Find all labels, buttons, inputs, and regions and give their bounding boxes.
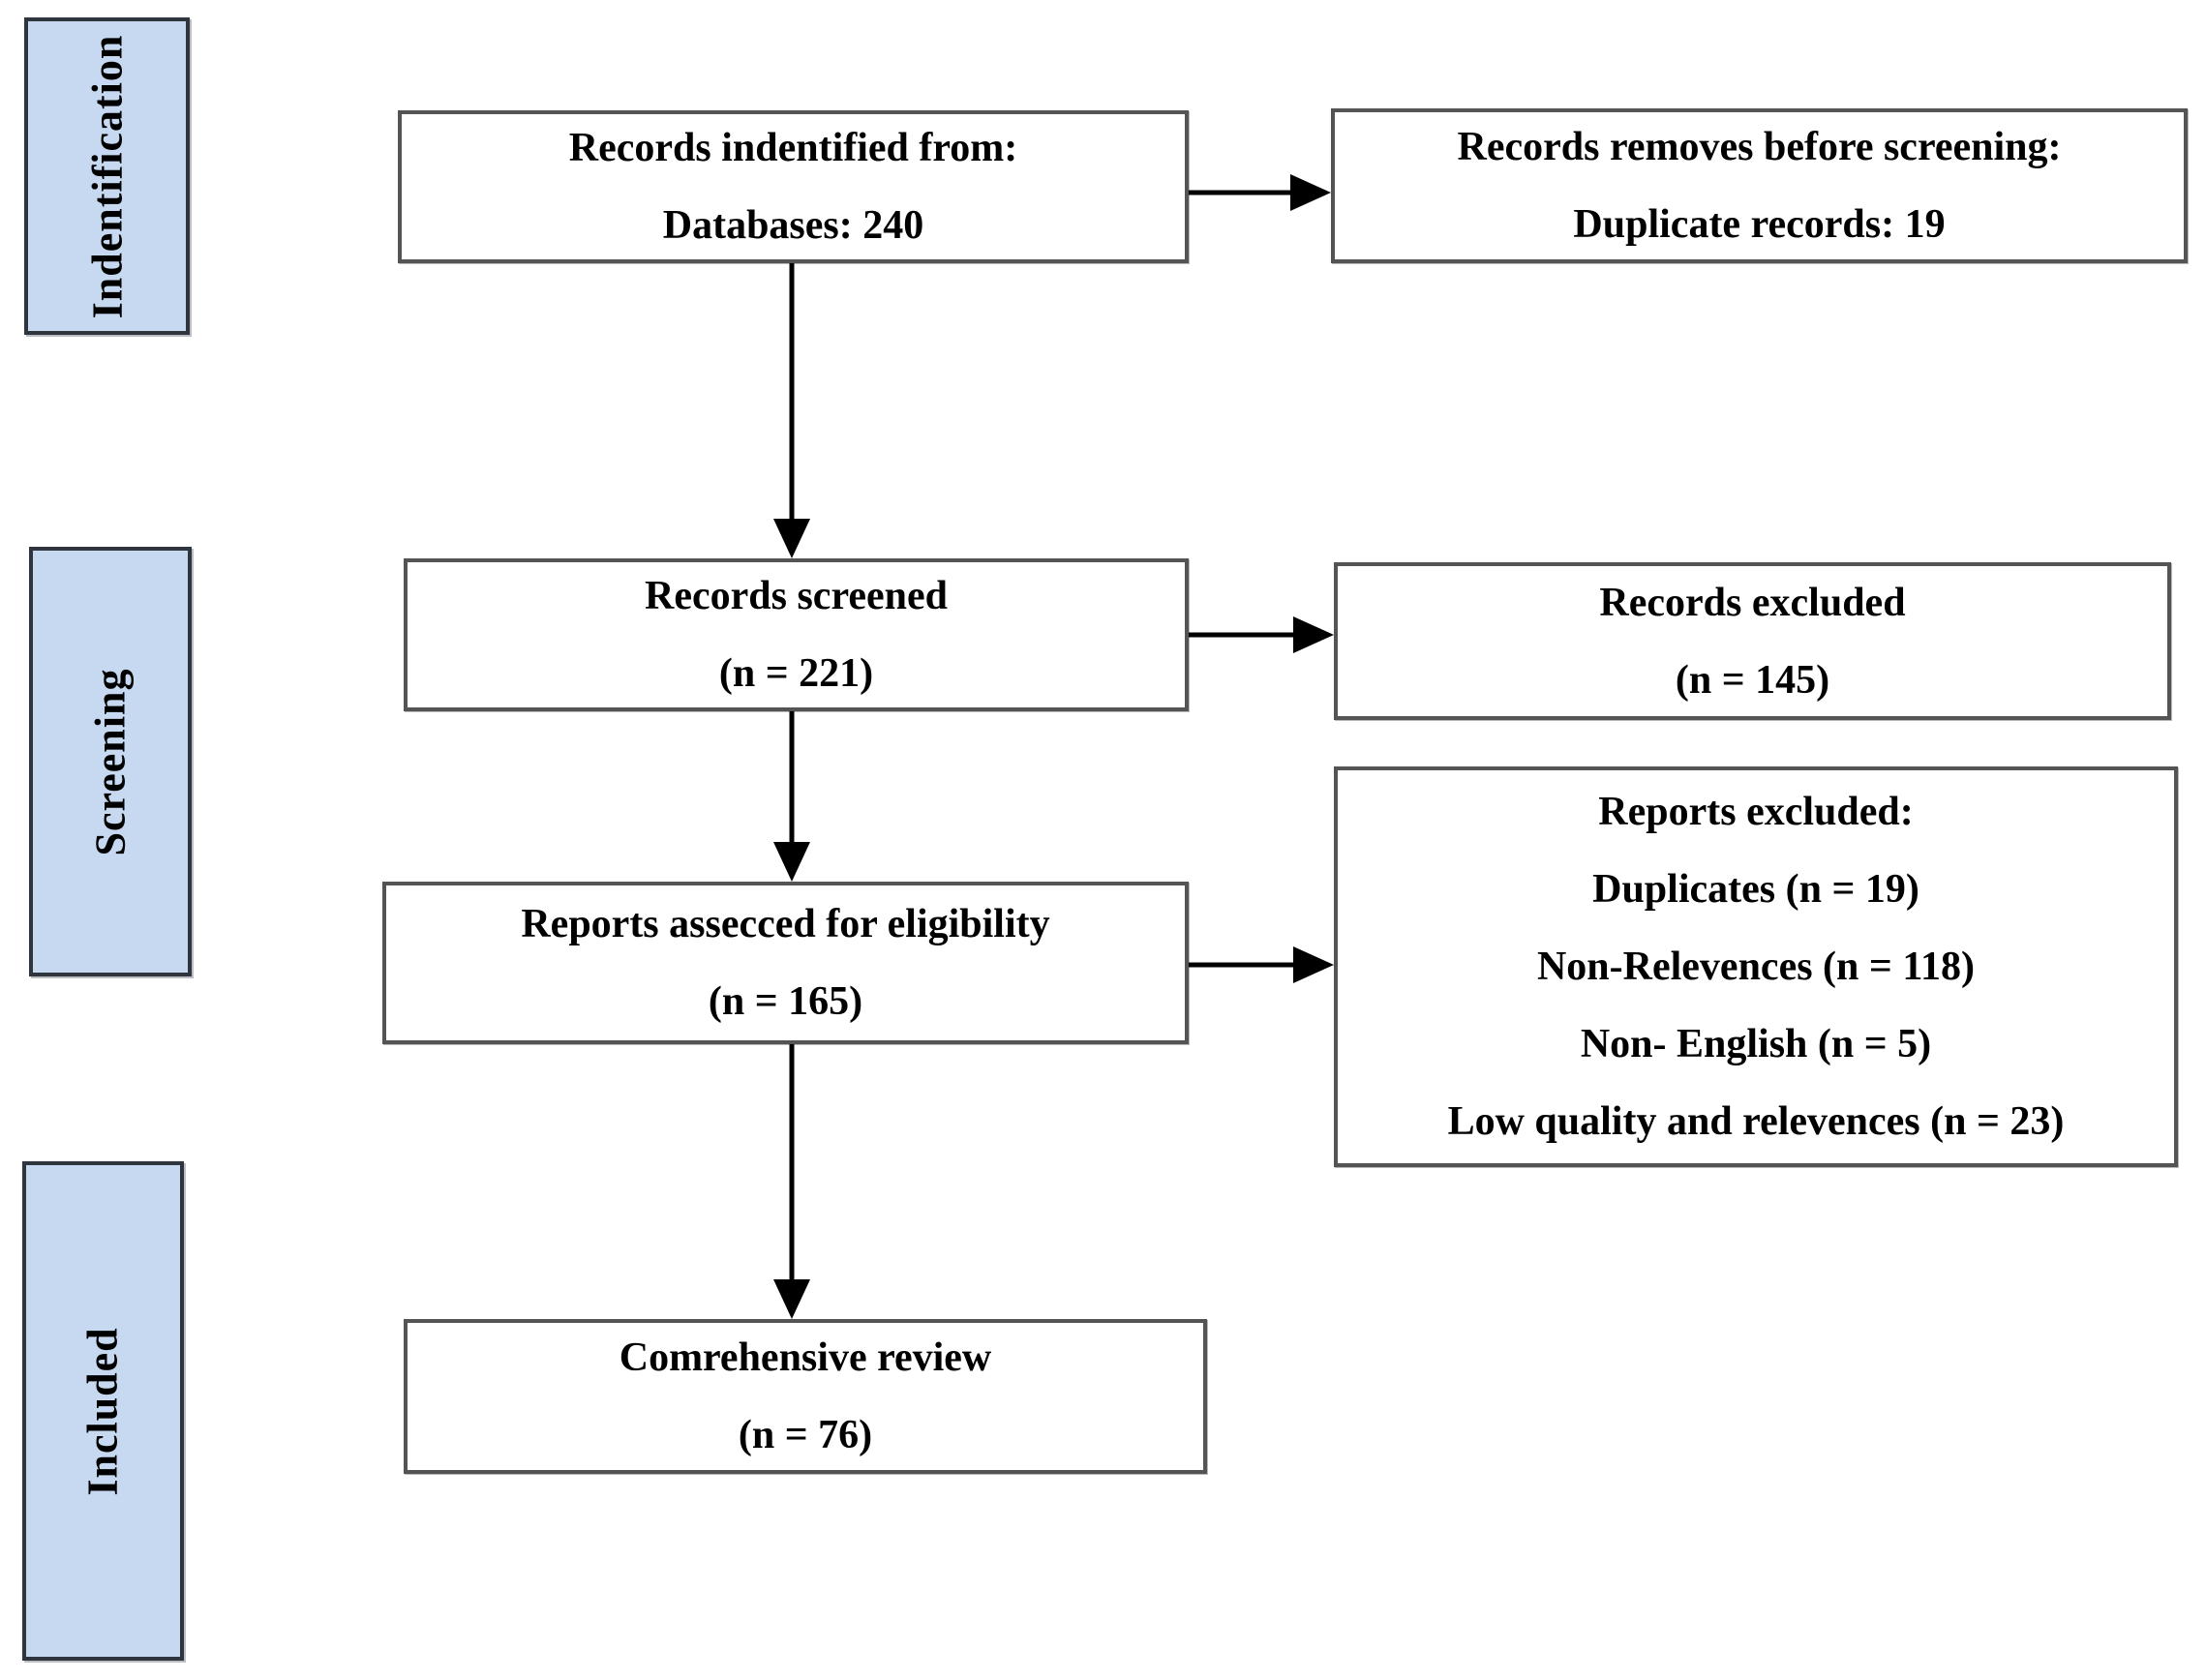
- box-records-removed: Records removes before screening: Duplic…: [1331, 108, 2188, 263]
- box-reports-assessed-line2: (n = 165): [708, 979, 863, 1024]
- box-records-excluded-line2: (n = 145): [1675, 657, 1830, 703]
- box-records-screened-line2: (n = 221): [718, 651, 874, 696]
- box-reports-excluded-line5: Low quality and relevences (n = 23): [1447, 1099, 2065, 1144]
- box-reports-assessed: Reports assecced for eligibility (n = 16…: [382, 882, 1189, 1044]
- box-comprehensive-review-line1: Comrehensive review: [619, 1335, 992, 1380]
- box-reports-excluded-line1: Reports excluded:: [1598, 790, 1914, 834]
- stage-band-included: Included: [22, 1161, 184, 1661]
- box-reports-excluded-line2: Duplicates (n = 19): [1592, 867, 1919, 912]
- box-comprehensive-review-line2: (n = 76): [738, 1413, 873, 1457]
- box-records-screened-line1: Records screened: [645, 574, 948, 618]
- box-records-removed-line1: Records removes before screening:: [1457, 125, 2062, 169]
- box-reports-excluded: Reports excluded: Duplicates (n = 19) No…: [1334, 766, 2178, 1167]
- box-records-identified: Records indentified from: Databases: 240: [398, 110, 1189, 263]
- stage-label-identification: Indentification: [83, 34, 132, 318]
- arrow-assessed-to-reports-excluded: [1189, 946, 1334, 983]
- stage-label-included: Included: [79, 1326, 128, 1496]
- stage-band-identification: Indentification: [24, 17, 190, 335]
- box-records-excluded: Records excluded (n = 145): [1334, 562, 2171, 720]
- box-records-identified-line1: Records indentified from:: [568, 126, 1018, 170]
- box-records-removed-line2: Duplicate records: 19: [1573, 202, 1946, 247]
- box-records-excluded-line1: Records excluded: [1599, 580, 1906, 625]
- box-reports-assessed-line1: Reports assecced for eligibility: [521, 902, 1050, 946]
- arrow-assessed-to-review: [773, 1044, 810, 1319]
- box-records-screened: Records screened (n = 221): [404, 558, 1189, 711]
- box-reports-excluded-line3: Non-Relevences (n = 118): [1536, 945, 1976, 989]
- box-comprehensive-review: Comrehensive review (n = 76): [404, 1319, 1207, 1474]
- stage-label-screening: Screening: [86, 668, 135, 855]
- arrow-screened-to-excluded: [1189, 616, 1334, 653]
- arrow-identified-to-removed: [1189, 174, 1331, 211]
- arrow-identified-to-screened: [773, 263, 810, 558]
- box-records-identified-line2: Databases: 240: [662, 203, 924, 248]
- stage-band-screening: Screening: [29, 547, 192, 976]
- arrow-screened-to-assessed: [773, 711, 810, 882]
- box-reports-excluded-line4: Non- English (n = 5): [1580, 1022, 1932, 1066]
